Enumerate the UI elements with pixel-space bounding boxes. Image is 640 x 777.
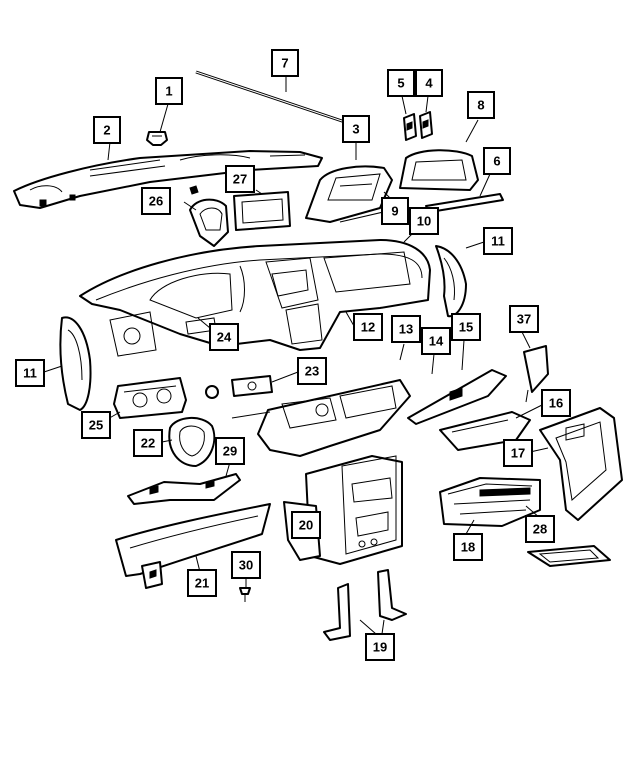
callout-13: 13 (391, 315, 421, 343)
callout-19: 19 (365, 633, 395, 661)
callout-21-label: 21 (195, 576, 209, 591)
part-19-bracket-left (323, 583, 351, 641)
callout-13-label: 13 (399, 322, 413, 337)
callout-2-label: 2 (103, 123, 110, 138)
callout-10-label: 10 (417, 214, 431, 229)
callout-28: 28 (525, 515, 555, 543)
part-19-bracket-right (377, 569, 407, 621)
callout-24-label: 24 (217, 330, 232, 345)
callout-11-right-label: 11 (491, 234, 505, 249)
callout-21: 21 (187, 569, 217, 597)
part-21-lower-panel (115, 503, 271, 589)
part-13-support-structure (231, 379, 411, 457)
callout-29-label: 29 (223, 444, 237, 459)
part-7-rod (195, 70, 346, 124)
callout-29: 29 (215, 437, 245, 465)
callout-5-label: 5 (397, 76, 404, 91)
callout-1-label: 1 (165, 84, 172, 99)
callout-26: 26 (141, 187, 171, 215)
callout-20: 20 (291, 511, 321, 539)
callout-24: 24 (209, 323, 239, 351)
callout-12-label: 12 (361, 320, 375, 335)
part-37-module (523, 345, 549, 403)
callout-8: 8 (467, 91, 495, 119)
callout-14: 14 (421, 327, 451, 355)
callout-15: 15 (451, 313, 481, 341)
callout-37: 37 (509, 305, 539, 333)
callout-27-label: 27 (233, 172, 247, 187)
callout-9-label: 9 (391, 204, 398, 219)
part-14-glove-box-door (407, 369, 507, 425)
callout-37-label: 37 (517, 312, 531, 327)
part-round-knob (205, 385, 219, 399)
callout-1: 1 (155, 77, 183, 105)
callout-6: 6 (483, 147, 511, 175)
callout-11-left-label: 11 (23, 366, 37, 381)
callout-5: 5 (387, 69, 415, 97)
callout-10: 10 (409, 207, 439, 235)
callout-30-label: 30 (239, 558, 253, 573)
part-20-center-console (305, 455, 403, 565)
part-4-vent-piece (419, 111, 433, 139)
part-3-cluster-bezel (305, 165, 393, 223)
callout-3-label: 3 (352, 122, 359, 137)
callout-14-label: 14 (429, 334, 444, 349)
callout-4: 4 (415, 69, 443, 97)
callout-11-right: 11 (483, 227, 513, 255)
callout-9: 9 (381, 197, 409, 225)
part-27-bezel-frame (233, 191, 291, 231)
callout-17-label: 17 (511, 446, 525, 461)
callout-3: 3 (342, 115, 370, 143)
part-11-left-end-cap (59, 316, 92, 411)
callout-22: 22 (133, 429, 163, 457)
callout-4-label: 4 (425, 76, 433, 91)
part-11-right-end-cap (435, 245, 467, 318)
callout-30: 30 (231, 551, 261, 579)
callout-25: 25 (81, 411, 111, 439)
callout-16: 16 (541, 389, 571, 417)
callout-15-label: 15 (459, 320, 473, 335)
part-30-screw (239, 587, 251, 602)
callout-23: 23 (297, 357, 327, 385)
part-26-bracket (189, 185, 229, 247)
part-8-display-hood (399, 149, 479, 191)
callout-27: 27 (225, 165, 255, 193)
part-10-instrument-panel (79, 239, 431, 357)
part-18-unit (439, 477, 541, 527)
callout-26-label: 26 (149, 194, 163, 209)
callout-18: 18 (453, 533, 483, 561)
callout-8-label: 8 (477, 98, 484, 113)
callout-18-label: 18 (461, 540, 475, 555)
callout-7-label: 7 (281, 56, 288, 71)
callout-12: 12 (353, 313, 383, 341)
part-23-switch-bezel (231, 375, 273, 397)
callout-17: 17 (503, 439, 533, 467)
callout-23-label: 23 (305, 364, 319, 379)
part-1-clip (146, 131, 168, 146)
part-25-vent-assembly (113, 377, 187, 419)
part-17-radio-bezel (539, 407, 623, 521)
callout-6-label: 6 (493, 154, 500, 169)
callout-16-label: 16 (549, 396, 563, 411)
callout-20-label: 20 (299, 518, 313, 533)
part-5-vent-piece (403, 113, 417, 141)
callout-7: 7 (271, 49, 299, 77)
callout-19-label: 19 (373, 640, 387, 655)
callout-25-label: 25 (89, 418, 103, 433)
part-28-trim-ring (527, 545, 611, 567)
callout-2: 2 (93, 116, 121, 144)
callout-11-left: 11 (15, 359, 45, 387)
callout-28-label: 28 (533, 522, 547, 537)
part-29-lower-trim (127, 473, 241, 505)
part-22-round-bezel (168, 417, 216, 467)
callout-22-label: 22 (141, 436, 155, 451)
